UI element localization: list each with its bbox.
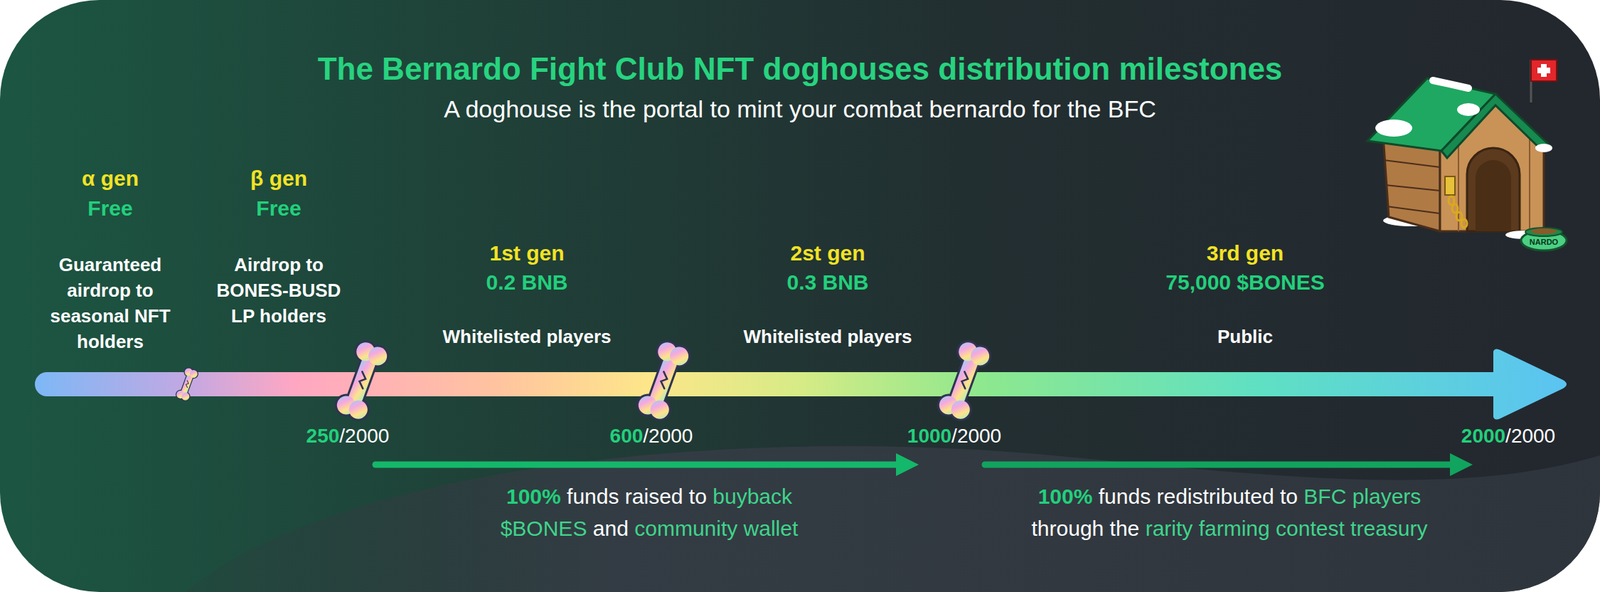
audience-label-box: Whitelisted players	[743, 325, 913, 348]
milestone-count-box: 600/2000	[610, 423, 694, 448]
generation-label-box: β gen	[250, 165, 308, 192]
funds-note: and	[593, 516, 629, 540]
funds-note-box: 100%funds raised tobuyback $BONESandcomm…	[492, 480, 806, 544]
generation-label-box: α gen	[81, 165, 139, 192]
funds-note: rarity farming contest treasury	[1145, 516, 1428, 540]
funds-note-box: 100%funds redistributed toBFC players thr…	[1031, 480, 1428, 544]
bone-icon	[175, 366, 200, 402]
plank-line	[1383, 160, 1440, 168]
bowl-rim	[1525, 227, 1563, 237]
generation-label: 1st gen	[489, 241, 564, 265]
price-label: Free	[256, 196, 301, 220]
milestone-count-box: 2000/2000	[1461, 423, 1556, 448]
doghouse-illustration	[1367, 59, 1567, 251]
funds-note: 100%	[1038, 484, 1093, 508]
door	[1467, 147, 1520, 232]
bone-icon	[635, 339, 692, 422]
price-label: 0.2 BNB	[485, 270, 568, 294]
chain-plate	[1444, 176, 1455, 195]
subtitle-box: A doghouse is the portal to mint your co…	[443, 94, 1157, 124]
price-label: Free	[87, 196, 133, 220]
funds-note: through the	[1031, 516, 1140, 540]
timeline-arrow	[34, 348, 1567, 419]
milestone-count: /2000	[951, 424, 1002, 447]
snow	[1457, 103, 1480, 116]
milestone-count: 600	[610, 424, 644, 447]
funds-arrow	[375, 452, 919, 476]
milestone-count-box: 1000/2000	[907, 423, 1002, 448]
milestone-count-box: 250/2000	[306, 423, 390, 448]
milestone-count: /2000	[642, 424, 693, 447]
funds-note: community wallet	[634, 516, 798, 540]
price-label-box: 75,000 $BONES	[1165, 269, 1325, 296]
plank-line	[1385, 184, 1440, 191]
audience-label: Public	[1217, 325, 1273, 348]
milestone-count: 250	[306, 424, 340, 447]
subtitle: A doghouse is the portal to mint your co…	[443, 95, 1157, 123]
bone-icon	[334, 339, 390, 422]
generation-label-box: 2st gen	[790, 240, 865, 266]
background-shade	[184, 445, 1600, 592]
price-label: 75,000 $BONES	[1165, 270, 1325, 294]
audience-label-box: Whitelisted players	[443, 325, 612, 348]
funds-note: funds redistributed to	[1098, 484, 1298, 508]
snow	[1535, 143, 1553, 153]
price-label-box: 0.2 BNB	[485, 269, 568, 296]
funds-note: funds raised to	[566, 484, 707, 508]
generation-label-box: 1st gen	[489, 240, 564, 266]
diagram-title: The Bernardo Fight Club NFT doghouses di…	[317, 51, 1283, 87]
price-label: 0.3 BNB	[786, 270, 869, 294]
roof-trim	[1441, 93, 1551, 158]
milestone-count: 2000	[1461, 424, 1506, 447]
generation-label: 3rd gen	[1206, 241, 1284, 265]
price-label-box: 0.3 BNB	[786, 269, 869, 296]
audience-label-box: Airdrop to BONES-BUSD LP holders	[207, 251, 350, 329]
arrow-head	[896, 452, 919, 476]
generation-label: β gen	[250, 166, 308, 190]
diagram-title-box: The Bernardo Fight Club NFT doghouses di…	[317, 50, 1283, 89]
generation-label: 2st gen	[790, 241, 865, 265]
plank-line	[1528, 130, 1531, 232]
funds-note: BFC players	[1303, 484, 1421, 508]
swiss-flag	[1531, 59, 1557, 82]
bowl-label: NARDO	[1529, 237, 1559, 247]
price-label-box: Free	[256, 195, 301, 222]
audience-label: Airdrop to BONES-BUSD LP holders	[216, 253, 342, 327]
audience-label: Whitelisted players	[443, 325, 612, 348]
snow	[1375, 119, 1413, 137]
milestone-count: /2000	[339, 424, 389, 447]
door-shade	[1475, 160, 1512, 232]
milestone-count: /2000	[1505, 424, 1556, 447]
audience-label-box: Guaranteed airdrop to seasonal NFT holde…	[39, 251, 182, 355]
arrow-head	[1449, 452, 1473, 476]
generation-label: α gen	[81, 166, 139, 190]
arrow-shaft	[984, 461, 1455, 468]
funds-arrow	[984, 452, 1473, 476]
timeline-bar	[34, 371, 1514, 397]
flag-cross	[1537, 67, 1551, 74]
bone-icon	[936, 339, 992, 422]
generation-label-box: 3rd gen	[1206, 240, 1284, 266]
funds-note: 100%	[506, 484, 562, 508]
arrow-shaft	[375, 461, 901, 468]
dog-food	[1531, 228, 1557, 234]
plank-line	[1386, 206, 1440, 214]
milestone-count: 1000	[907, 424, 952, 447]
audience-label-box: Public	[1217, 325, 1273, 348]
snow	[1432, 80, 1469, 89]
audience-label: Whitelisted players	[743, 325, 913, 348]
price-label-box: Free	[87, 195, 133, 222]
audience-label: Guaranteed airdrop to seasonal NFT holde…	[49, 253, 170, 352]
timeline-head	[1493, 348, 1567, 419]
bowl-label-box: NARDO	[1529, 237, 1559, 247]
chain	[1448, 196, 1468, 228]
